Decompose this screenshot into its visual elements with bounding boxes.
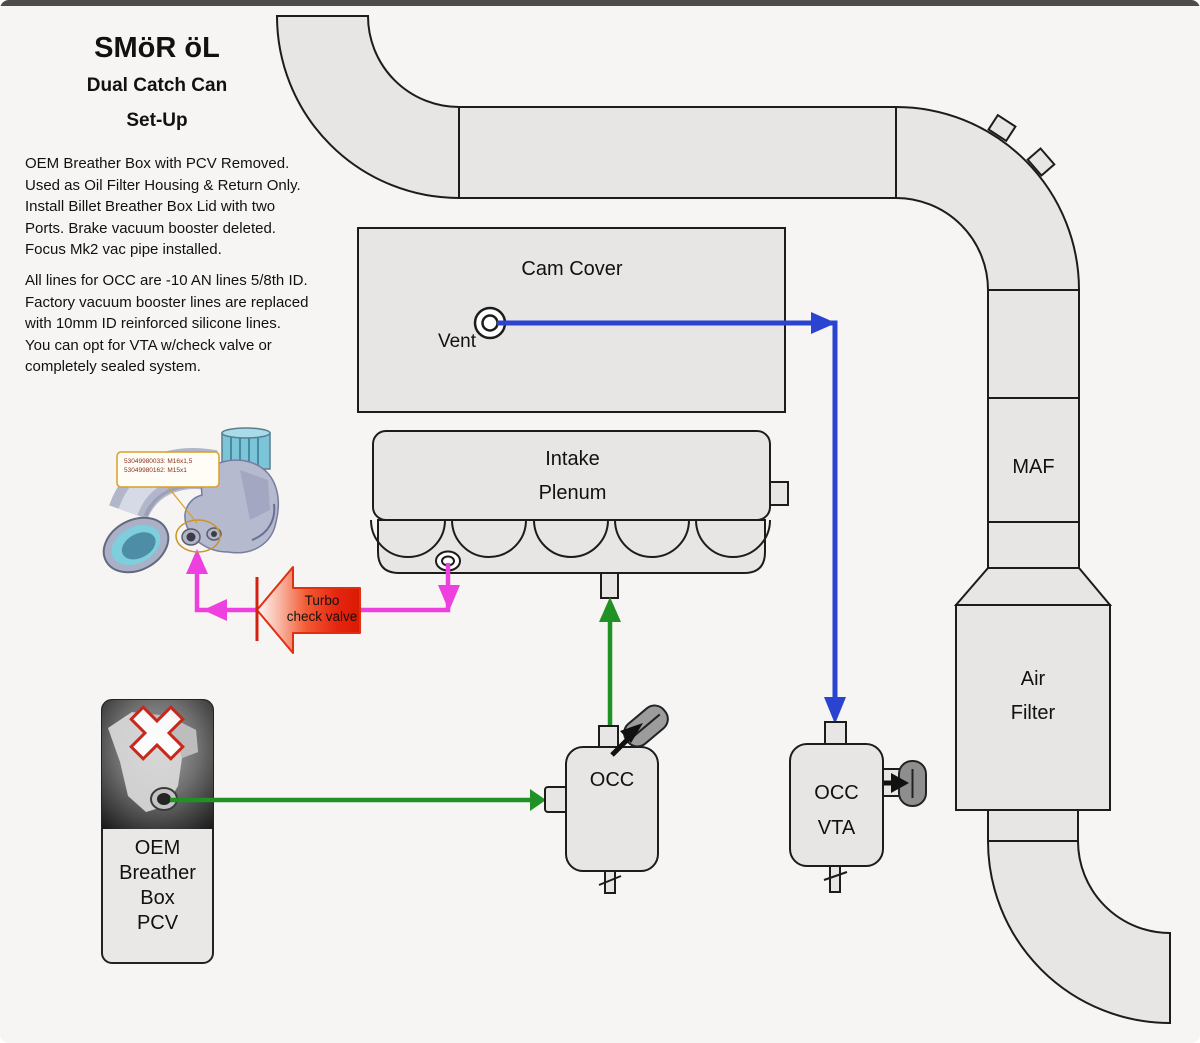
pipe-sensor-nub bbox=[987, 113, 1017, 143]
air-inlet-elbow bbox=[986, 840, 1171, 1025]
air-filter-label-2: Filter bbox=[1010, 702, 1056, 724]
arrowhead-down bbox=[824, 697, 846, 724]
intake-plenum-label-1: Intake bbox=[545, 448, 600, 470]
turbo-check-valve bbox=[255, 566, 361, 654]
breather-filter-icon bbox=[623, 704, 669, 748]
turbo-port-highlight bbox=[175, 519, 221, 553]
turbo-photo bbox=[102, 427, 280, 574]
oem-breather-label: OEM Breather Box PCV bbox=[119, 837, 196, 934]
arrowhead-left bbox=[203, 599, 227, 621]
arrowhead-down bbox=[438, 585, 460, 611]
drain-petcock bbox=[823, 871, 848, 881]
occ-vta-catch-can bbox=[789, 721, 927, 893]
label-leader-line bbox=[167, 486, 198, 524]
page-subtitle-2: Set-Up bbox=[126, 110, 188, 131]
pipe-sensor-nub bbox=[1026, 147, 1056, 177]
maf-label: MAF bbox=[1012, 456, 1055, 478]
page-subtitle-1: Dual Catch Can bbox=[86, 75, 228, 96]
cam-cover-label: Cam Cover bbox=[521, 258, 623, 280]
intake-plenum bbox=[370, 430, 789, 599]
intake-plenum-label-2: Plenum bbox=[538, 482, 607, 504]
arrowhead-ne bbox=[620, 723, 643, 743]
image-top-edge bbox=[0, 0, 1200, 6]
arrowhead-right bbox=[530, 789, 546, 811]
air-filter-assembly bbox=[953, 567, 1171, 1025]
boost-line-blue bbox=[497, 312, 846, 724]
page-title: SMöR öL bbox=[94, 32, 220, 64]
occ-vta-label-1: OCC bbox=[814, 782, 859, 804]
arrowhead-up bbox=[186, 549, 208, 574]
maf-pipe-section bbox=[987, 289, 1080, 569]
vent-label: Vent bbox=[437, 331, 476, 352]
red-x-icon bbox=[129, 705, 185, 761]
crankcase-line-green bbox=[170, 597, 621, 811]
turbo-check-valve-label: Turbo check valve bbox=[286, 593, 358, 624]
arrowhead-right bbox=[891, 773, 909, 793]
drain-petcock bbox=[598, 875, 622, 886]
turbo-part-label-box bbox=[116, 451, 220, 488]
air-filter-box bbox=[955, 604, 1111, 811]
occ-vta-label-2: VTA bbox=[817, 817, 856, 839]
arrowhead-up bbox=[599, 597, 621, 622]
notes-paragraph-1: OEM Breather Box with PCV Removed. Used … bbox=[25, 155, 301, 259]
turbo-part-number-label: 53049980033: M16x1,5 53049980162: M15x1 bbox=[124, 458, 193, 474]
arrowhead-right bbox=[811, 312, 836, 334]
occ-catch-can bbox=[544, 704, 669, 894]
occ-label: OCC bbox=[589, 769, 635, 791]
cam-cover bbox=[357, 227, 786, 413]
notes-paragraph-2: All lines for OCC are -10 AN lines 5/8th… bbox=[25, 272, 309, 376]
air-filter-label-1: Air bbox=[1020, 668, 1046, 690]
intake-runners bbox=[377, 519, 766, 574]
